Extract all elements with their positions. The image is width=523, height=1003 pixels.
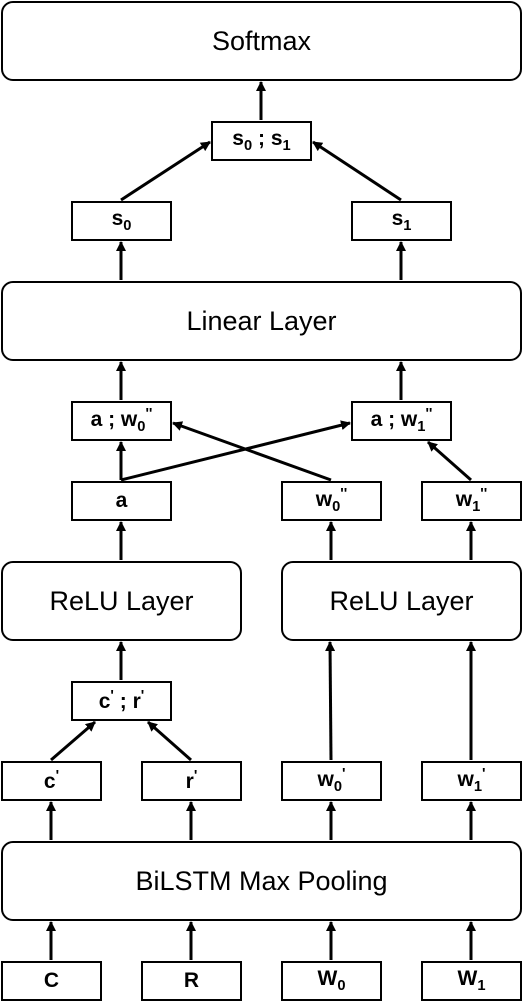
arrow-w1pp-aw1 [427, 440, 472, 482]
bilstm-layer: BiLSTM Max Pooling [1, 841, 522, 921]
node-w0prime-label: w0' [317, 766, 346, 796]
input-R: R [141, 961, 242, 1001]
node-a-label: a [115, 489, 128, 512]
relu-layer-right: ReLU Layer [281, 561, 522, 641]
node-s0-label: s0 [111, 207, 132, 235]
node-w0pp-label: w0'' [315, 486, 348, 516]
node-s0: s0 [71, 201, 172, 241]
arrow-w0pp-aw0 [172, 421, 332, 482]
input-W1-label: W1 [457, 967, 486, 995]
arrow-s1-s0s1 [312, 140, 402, 202]
relu-layer-left: ReLU Layer [1, 561, 242, 641]
node-w1pp: w1'' [421, 481, 522, 521]
node-w0pp: w0'' [281, 481, 382, 521]
arrow-w0p-relu [325, 641, 336, 761]
node-c-r-label: c' ; r' [98, 688, 145, 713]
linear-layer: Linear Layer [1, 281, 522, 361]
node-w1pp-label: w1'' [455, 486, 488, 516]
node-w0prime: w0' [281, 761, 382, 801]
node-rprime-label: r' [185, 768, 198, 793]
node-a-w1pp: a ; w1'' [351, 401, 452, 441]
node-cprime-label: c' [43, 768, 60, 793]
bilstm-label: BiLSTM Max Pooling [135, 865, 388, 896]
node-w1prime-label: w1' [457, 766, 486, 796]
node-c-r: c' ; r' [71, 681, 172, 721]
softmax-label: Softmax [211, 25, 312, 56]
node-s0-s1: s0 ; s1 [211, 121, 312, 161]
linear-label: Linear Layer [186, 305, 337, 336]
node-w1prime: w1' [421, 761, 522, 801]
node-s1-label: s1 [391, 207, 412, 235]
arrow-rprime-cr [147, 720, 192, 762]
node-rprime: r' [141, 761, 242, 801]
arrow-a-aw1 [120, 420, 351, 482]
node-s0-s1-label: s0 ; s1 [232, 127, 291, 155]
node-a-w0pp-label: a ; w0'' [90, 406, 153, 436]
node-cprime: c' [1, 761, 102, 801]
node-s1: s1 [351, 201, 452, 241]
relu-right-label: ReLU Layer [329, 585, 474, 616]
input-R-label: R [183, 969, 200, 992]
relu-left-label: ReLU Layer [49, 585, 194, 616]
node-a-w1pp-label: a ; w1'' [370, 406, 433, 436]
arrow-cprime-cr [50, 720, 96, 762]
input-W0: W0 [281, 961, 382, 1001]
input-C: C [1, 961, 102, 1001]
input-W1: W1 [421, 961, 522, 1001]
softmax-layer: Softmax [1, 1, 522, 81]
input-C-label: C [43, 969, 60, 992]
node-a-w0pp: a ; w0'' [71, 401, 172, 441]
input-W0-label: W0 [317, 967, 346, 995]
arrow-s0-s0s1 [120, 140, 211, 202]
node-a: a [71, 481, 172, 521]
